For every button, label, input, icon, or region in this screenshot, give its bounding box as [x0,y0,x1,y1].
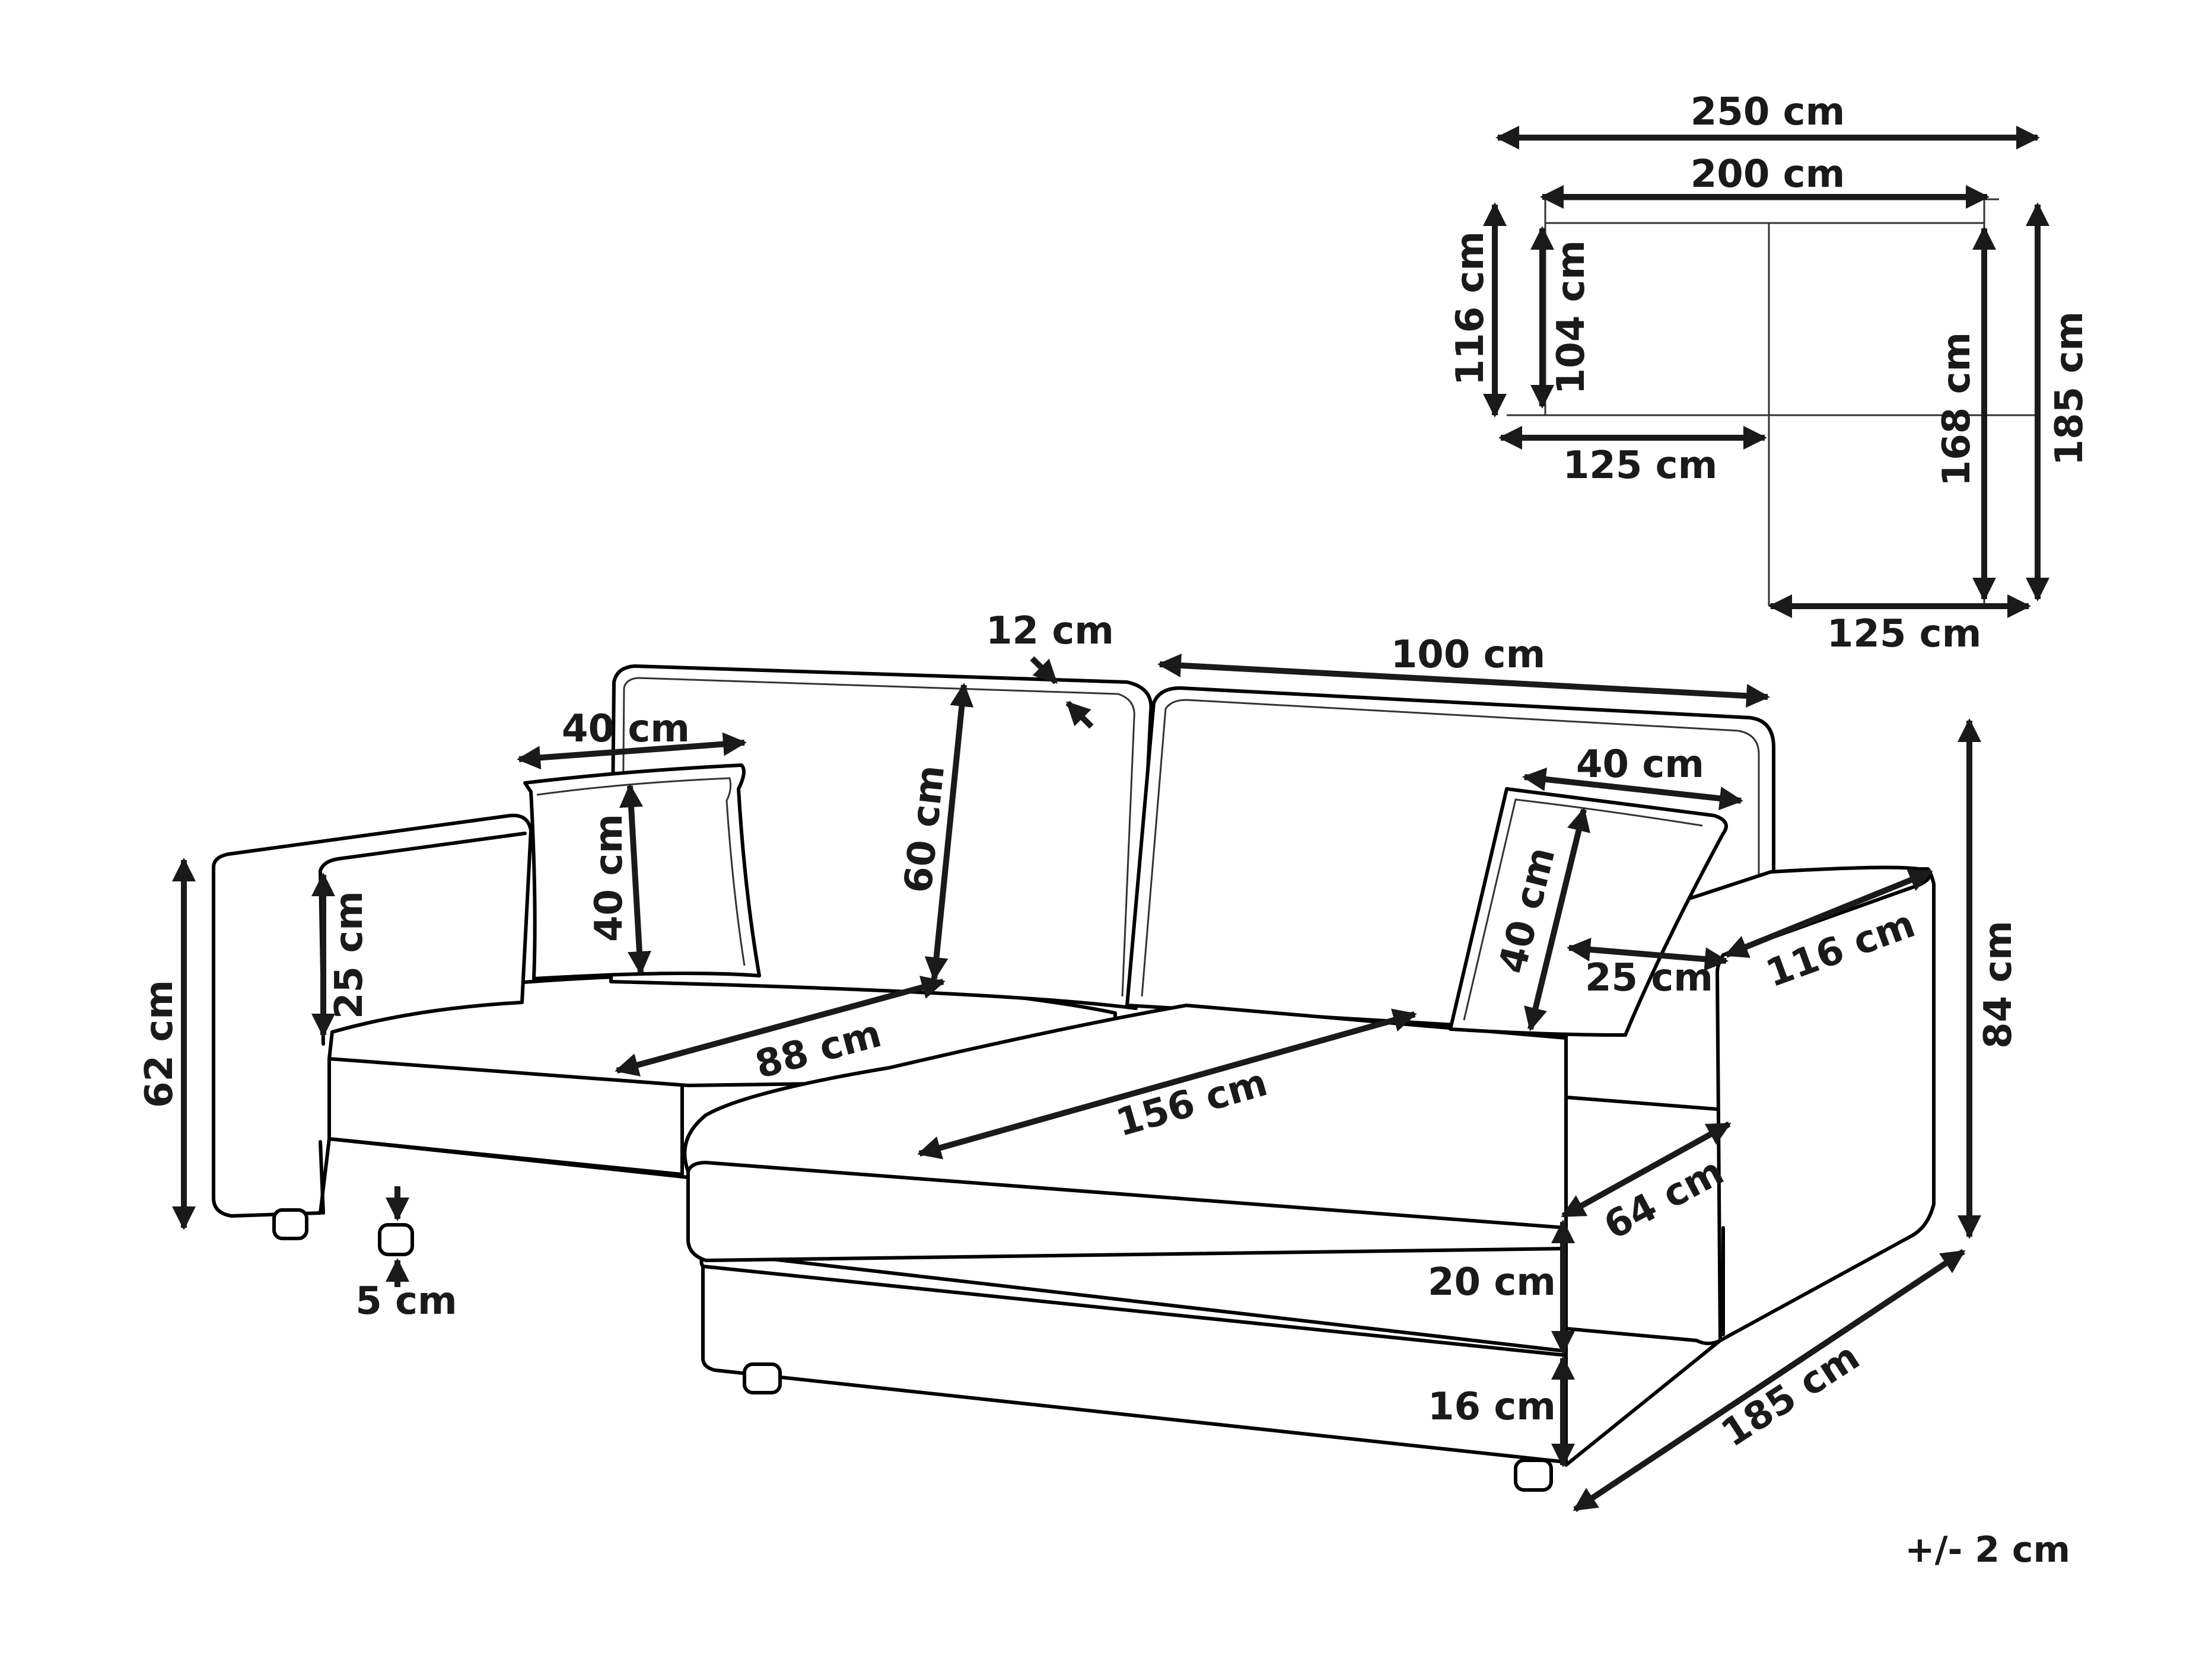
leg-mid-left [378,1223,414,1256]
label-base-height: 16 cm [1428,1385,1556,1429]
label-leg-height: 5 cm [355,1279,457,1323]
label-pillow-width-right: 40 cm [1576,743,1704,786]
label-armrest-height-left: 25 cm [327,891,371,1019]
label-backrest-width: 100 cm [1391,633,1546,677]
label-pillow-height-left: 40 cm [587,814,631,942]
label-total-height-left: 62 cm [138,980,182,1108]
label-chaise-outer-length: 185 cm [2048,311,2092,466]
pillow-left [523,763,761,980]
leg-chaise-front [743,1362,782,1394]
label-inner-depth: 104 cm [1549,240,1593,395]
label-total-height: 84 cm [1977,921,2020,1049]
label-pillow-width-left: 40 cm [562,707,690,751]
label-outer-depth: 116 cm [1449,231,1492,386]
top-view-dimensions: 250 cm 200 cm 116 cm 104 cm 125 cm 168 c… [1449,90,2092,656]
left-armrest [212,813,533,1218]
leg-front-left [272,1208,308,1240]
label-backrest-thickness: 12 cm [986,609,1114,653]
label-total-width: 250 cm [1691,90,1845,134]
label-left-section: 125 cm [1563,444,1718,488]
label-armrest-height-right: 25 cm [1585,956,1713,1000]
label-chaise-inner-length: 168 cm [1935,332,1979,487]
sofa-drawing [212,664,1936,1492]
label-chaise-width: 125 cm [1827,612,1982,656]
label-cushion-height: 20 cm [1428,1260,1556,1304]
label-tolerance: +/- 2 cm [1905,1529,2070,1571]
label-inner-width: 200 cm [1691,152,1845,196]
label-chaise-length: 185 cm [1714,1335,1867,1456]
leg-chaise-back [1514,1459,1553,1492]
